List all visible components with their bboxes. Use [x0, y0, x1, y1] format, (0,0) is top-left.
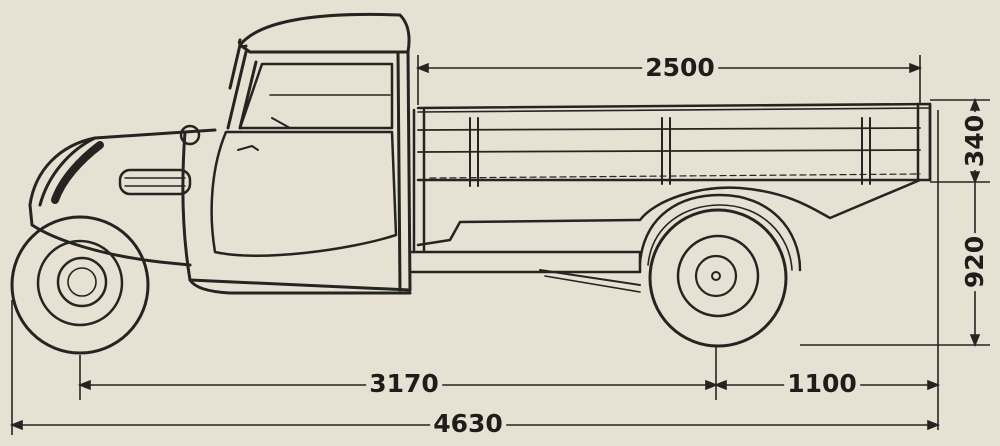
- rear-wheel: [648, 208, 788, 348]
- dimension-bed-length: 2500: [642, 55, 718, 81]
- dimension-bed-height: 920: [960, 232, 989, 292]
- front-wheel: [10, 215, 150, 355]
- truck-outline: [28, 12, 932, 295]
- dimension-side-height: 340: [960, 111, 989, 171]
- dimension-wheelbase: 3170: [366, 371, 442, 397]
- dimension-overall-length: 4630: [430, 411, 506, 437]
- dimension-rear-overhang: 1100: [784, 371, 860, 397]
